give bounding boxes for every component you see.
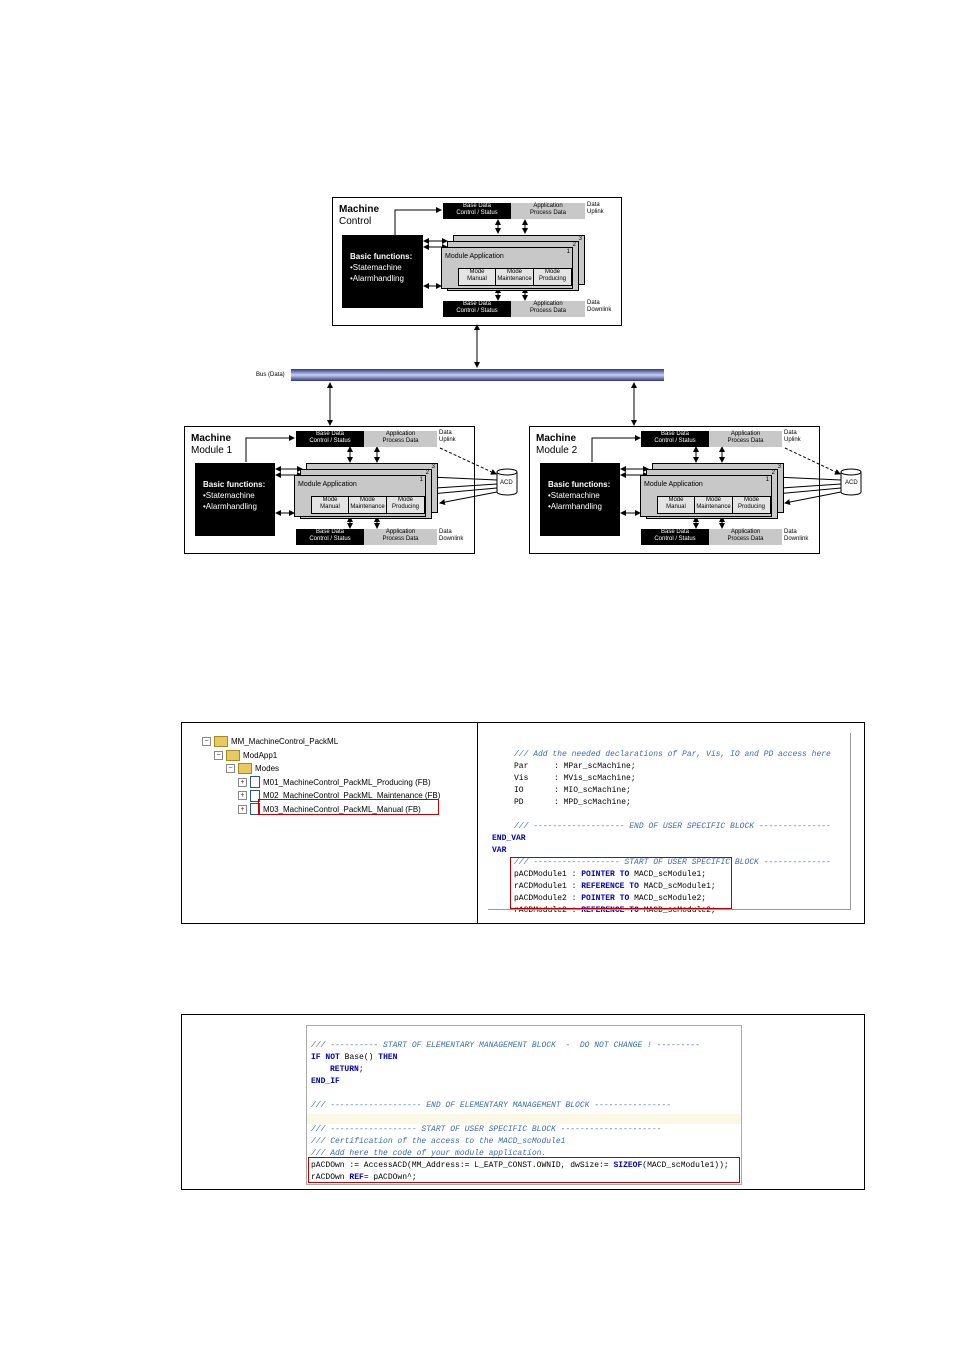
machine-control-box: Machine Control	[332, 197, 622, 326]
collapse-icon[interactable]: −	[226, 764, 235, 774]
basic-functions-block: Basic functions: •Statemachine •Alarmhan…	[342, 235, 423, 308]
implementation-code: /// ---------- START OF ELEMENTARY MANAG…	[311, 1041, 729, 1182]
basic-functions-title: Basic functions:	[350, 252, 413, 261]
basic-item-alarmhandling: •Alarmhandling	[350, 274, 404, 283]
machine-module-1-box: Machine Module 1	[184, 426, 475, 554]
project-tree-panel: −MM_MachineControl_PackML −ModApp1 −Mode…	[181, 722, 478, 924]
implementation-code-panel: /// ---------- START OF ELEMENTARY MANAG…	[181, 1014, 865, 1190]
tree-item-producing[interactable]: +M01_MachineControl_PackML_Producing (FB…	[202, 776, 440, 790]
machine-module-2-title: Machine Module 2	[536, 433, 578, 456]
bus-label: Bus (Data)	[256, 372, 285, 378]
folder-icon	[214, 736, 228, 748]
declaration-code-panel: /// Add the needed declarations of Par, …	[477, 722, 865, 924]
declaration-code: /// Add the needed declarations of Par, …	[492, 750, 831, 915]
collapse-icon[interactable]: −	[202, 737, 211, 747]
machine-module-2-box: Machine Module 2	[529, 426, 820, 554]
expand-icon[interactable]: +	[238, 777, 247, 787]
expand-icon[interactable]: +	[238, 804, 247, 814]
folder-icon	[238, 763, 252, 775]
collapse-icon[interactable]: −	[214, 750, 223, 760]
tree-item-manual[interactable]: +M03_MachineControl_PackML_Manual (FB)	[202, 803, 440, 817]
code-editor-frame: /// ---------- START OF ELEMENTARY MANAG…	[306, 1025, 742, 1185]
machine-module-1-title: Machine Module 1	[191, 433, 233, 456]
module-application-label: Module Application	[445, 253, 504, 260]
expand-icon[interactable]: +	[238, 791, 247, 801]
machine-control-title: Machine Control	[339, 204, 380, 227]
tree-item-maintenance[interactable]: +M02_MachineControl_PackML_Maintenance (…	[202, 789, 440, 803]
folder-icon	[226, 749, 240, 761]
function-block-icon	[250, 803, 260, 816]
acd-cylinder-1	[496, 468, 518, 496]
data-bus	[291, 369, 664, 381]
tree-node-root[interactable]: −MM_MachineControl_PackML	[202, 735, 440, 749]
editor-frame-right	[850, 733, 851, 910]
basic-item-statemachine: •Statemachine	[350, 263, 402, 272]
basic-functions-block-2: Basic functions: •Statemachine •Alarmhan…	[540, 463, 620, 536]
editor-frame-line	[488, 909, 850, 910]
tree-node-app[interactable]: −ModApp1	[202, 749, 440, 763]
highlight-access-acd	[308, 1157, 740, 1183]
acd-label-1: ACD	[500, 480, 513, 486]
tree-node-modes[interactable]: −Modes	[202, 762, 440, 776]
acd-cylinder-2	[840, 468, 862, 496]
acd-label-2: ACD	[845, 480, 858, 486]
highlight-manual-fb	[258, 799, 439, 815]
basic-functions-block-1: Basic functions: •Statemachine •Alarmhan…	[195, 463, 275, 536]
project-tree: −MM_MachineControl_PackML −ModApp1 −Mode…	[202, 735, 440, 816]
function-block-icon	[250, 789, 260, 802]
function-block-icon	[250, 776, 260, 789]
highlight-acd-declarations	[510, 857, 732, 909]
